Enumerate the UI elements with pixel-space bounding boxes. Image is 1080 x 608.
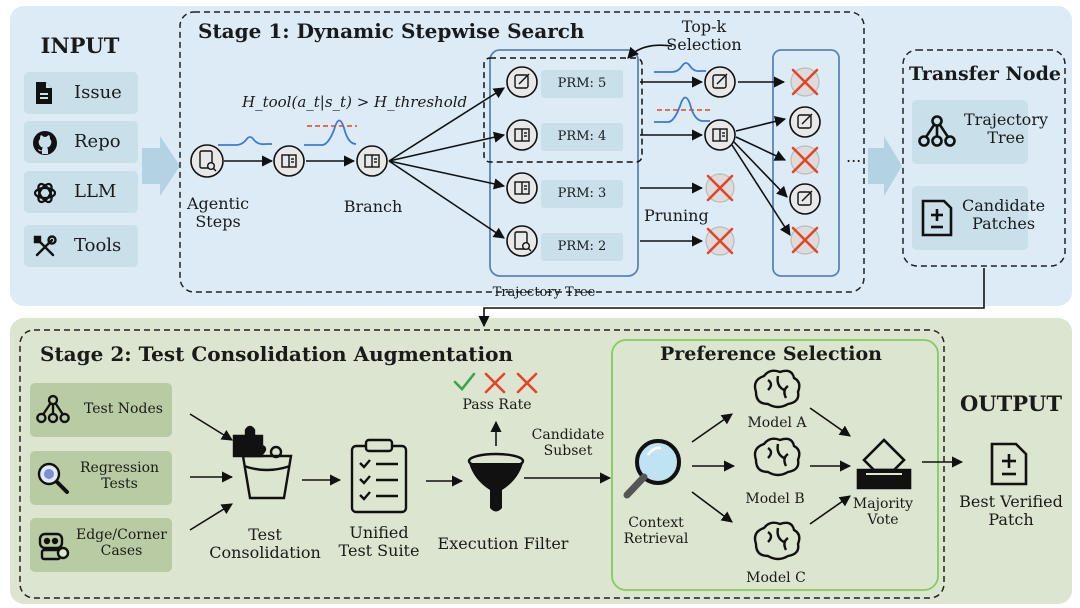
input-item-tools: Tools <box>24 225 138 267</box>
pruned-nodes <box>705 67 820 256</box>
execution-filter-icon <box>467 452 525 512</box>
input-item-label: LLM <box>74 181 117 202</box>
entropy-curves <box>218 62 710 146</box>
agentic-steps-label: Agentic Steps <box>186 194 250 232</box>
input-title: INPUT <box>40 33 120 58</box>
input-item-llm: LLM <box>24 171 138 213</box>
trajectory-tree-box <box>489 49 639 277</box>
topk-arrow <box>627 44 673 59</box>
stage2-item-edge-cases: Edge/Corner Cases <box>30 518 172 572</box>
unified-test-suite-icon <box>350 438 408 514</box>
stage1-edges <box>224 76 791 247</box>
unified-test-suite-label: Unified Test Suite <box>338 523 420 561</box>
tools-icon <box>32 234 58 264</box>
transfer-node-box <box>902 49 1066 267</box>
stage2-edges <box>189 407 964 531</box>
prm-score-4: PRM: 4 <box>541 123 623 151</box>
pruning-label: Pruning <box>644 206 709 225</box>
stage2-item-test-nodes: Test Nodes <box>30 383 172 437</box>
bug-search-icon <box>36 461 70 499</box>
test-consolidation-label: Test Consolidation <box>209 525 321 563</box>
input-to-stage1-arrow <box>142 136 180 196</box>
stage2-item-label: Regression Tests <box>80 460 160 493</box>
patch-icon <box>920 198 954 242</box>
stage1-to-transfer-arrow <box>868 136 902 196</box>
test-consolidation-icon <box>232 425 293 500</box>
stage1-title: Stage 1: Dynamic Stepwise Search <box>198 19 585 43</box>
trajectory-tree-label: Trajectory Tree <box>492 285 596 300</box>
transfer-to-stage2-connector <box>478 268 985 328</box>
transfer-node-title: Transfer Node <box>909 63 1061 85</box>
pass-rate-marks <box>453 372 538 394</box>
majority-vote-label: Majority Vote <box>852 496 914 529</box>
model-a-label: Model A <box>747 415 807 431</box>
input-item-label: Issue <box>74 82 122 103</box>
transfer-item-label: Candidate Patches <box>962 196 1046 234</box>
execution-filter-label: Execution Filter <box>437 534 569 553</box>
brain-icons <box>753 369 801 561</box>
context-retrieval-label: Context Retrieval <box>623 515 689 548</box>
stage2-item-regression-tests: Regression Tests <box>30 451 172 505</box>
entropy-formula: H_tool(a_t|s_t) > H_threshold <box>242 93 468 111</box>
github-icon <box>32 130 58 160</box>
model-c-label: Model C <box>746 570 806 586</box>
branch-label: Branch <box>343 197 403 216</box>
openai-icon <box>32 180 58 210</box>
input-item-issue: Issue <box>24 72 138 114</box>
threshold-lines <box>307 109 710 127</box>
topk-selection-label: Top-k Selection <box>666 17 742 55</box>
candidate-subset-label: Candidate Subset <box>531 427 605 460</box>
tree-icon <box>36 393 70 429</box>
tree-icon <box>918 114 956 152</box>
stage2-item-label: Edge/Corner Cases <box>76 527 167 560</box>
stage2-panel <box>10 318 1072 604</box>
stage2-item-label: Test Nodes <box>84 401 163 417</box>
transfer-item-trajectory-tree: Trajectory Tree <box>912 100 1048 164</box>
prm-score-2: PRM: 2 <box>541 233 623 261</box>
context-retrieval-icon <box>623 439 681 499</box>
model-b-label: Model B <box>745 491 805 507</box>
stage2-title: Stage 2: Test Consolidation Augmentation <box>40 342 513 366</box>
pass-rate-label: Pass Rate <box>462 397 532 413</box>
output-title: OUTPUT <box>960 391 1062 416</box>
output-label: Best Verified Patch <box>959 492 1063 530</box>
prm-score-3: PRM: 3 <box>541 180 623 208</box>
input-item-label: Tools <box>74 235 122 256</box>
input-item-label: Repo <box>74 131 121 152</box>
majority-vote-icon <box>856 438 912 490</box>
stage1-box <box>179 11 865 293</box>
leaf-column-box <box>772 49 840 277</box>
document-icon <box>32 81 56 109</box>
ellipsis-label: ... <box>846 147 862 166</box>
preference-box <box>611 339 939 591</box>
preference-title: Preference Selection <box>660 343 882 365</box>
output-patch-icon <box>990 442 1028 486</box>
topk-selection-box <box>483 57 643 163</box>
transfer-item-candidate-patches: Candidate Patches <box>912 186 1045 250</box>
transfer-item-label: Trajectory Tree <box>964 110 1048 148</box>
input-item-repo: Repo <box>24 121 138 163</box>
node-glyphs <box>199 73 813 252</box>
prm-score-5: PRM: 5 <box>541 70 623 98</box>
robot-icon <box>36 528 70 566</box>
